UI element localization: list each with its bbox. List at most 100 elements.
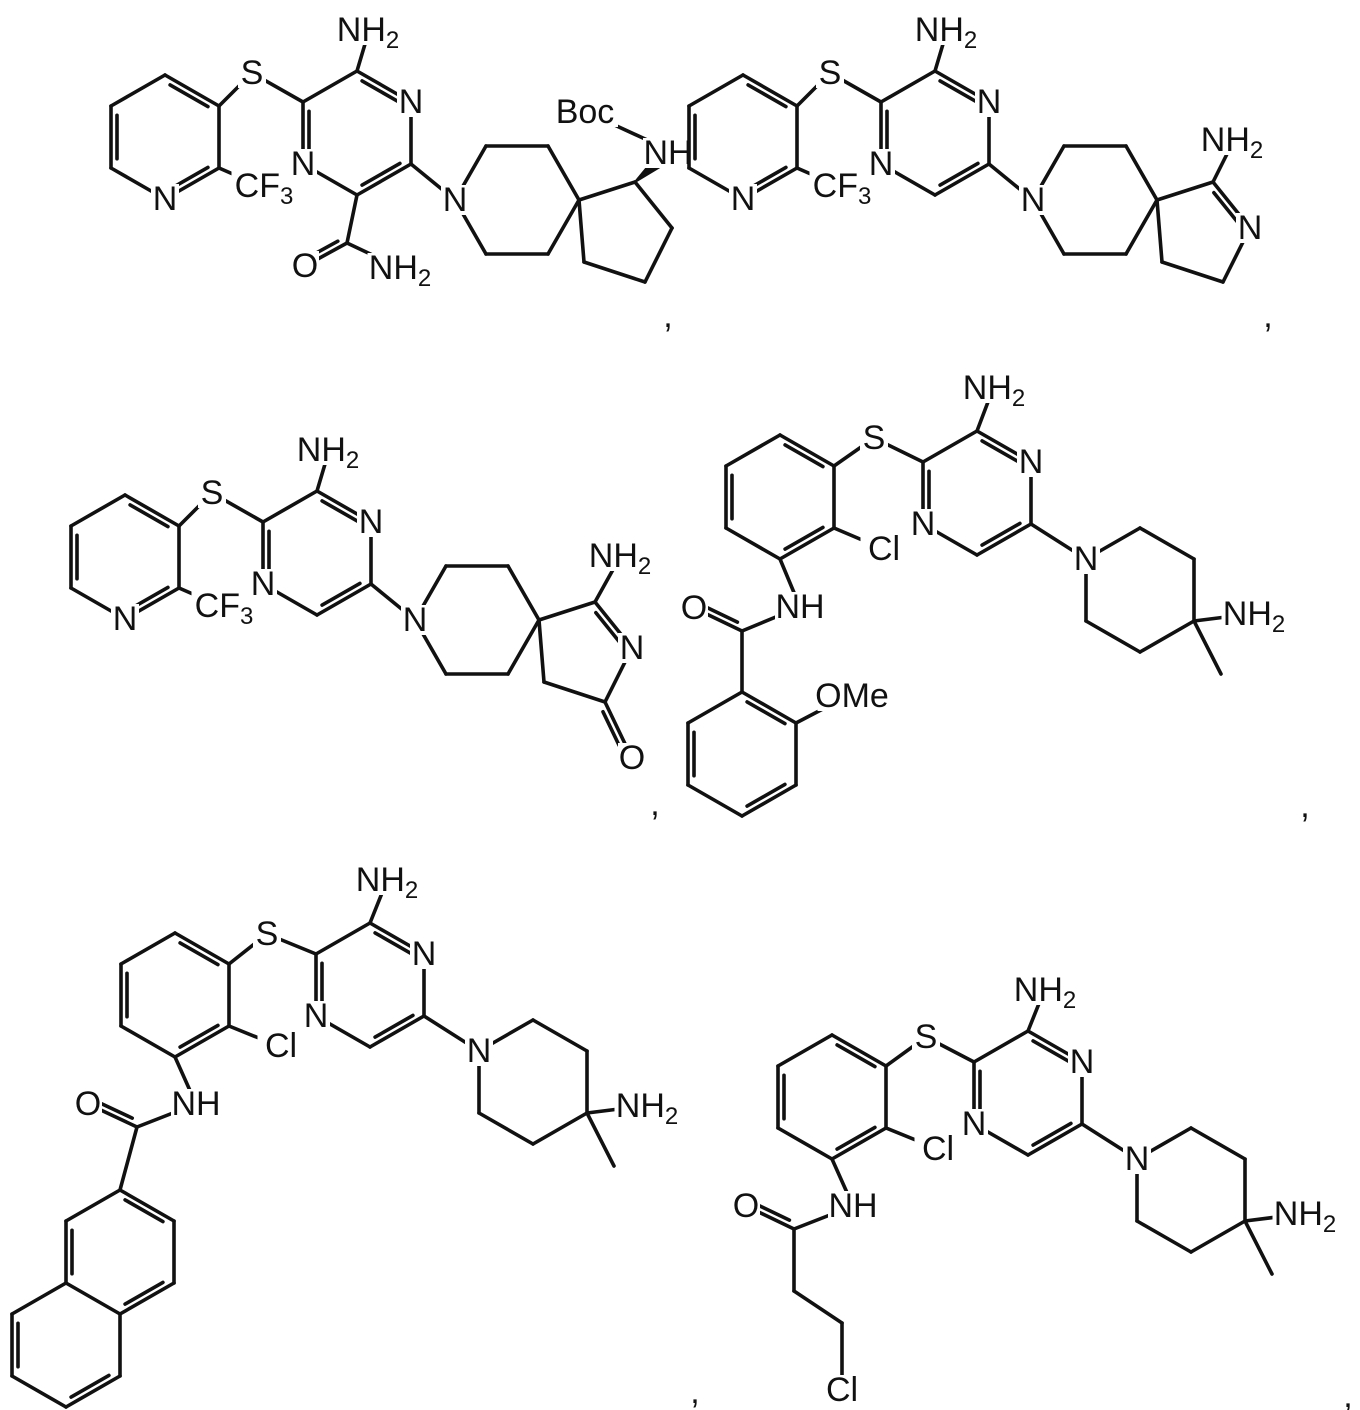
bond-double-inner <box>168 83 210 109</box>
bond <box>921 429 979 464</box>
bond <box>64 1188 122 1223</box>
atom-label: NH2 <box>1223 595 1285 638</box>
label-mask <box>860 534 908 564</box>
bond <box>546 198 581 256</box>
bond-double-inner <box>980 439 1022 465</box>
label-mask <box>302 1001 330 1031</box>
label-mask <box>682 1377 708 1407</box>
bond <box>792 1289 844 1325</box>
label-mask <box>1012 975 1078 1005</box>
atom-label: N <box>304 997 329 1035</box>
label-mask <box>960 1109 988 1139</box>
bond <box>830 1033 888 1068</box>
atom-label: NH2 <box>616 1087 678 1130</box>
label-mask <box>295 435 361 465</box>
atom-label: NH2 <box>1201 121 1263 164</box>
label-mask <box>367 253 433 283</box>
bond-double-inner <box>178 941 220 967</box>
bond-double-inner <box>745 700 787 726</box>
bond-double-inner <box>373 1013 415 1039</box>
bond <box>724 433 782 468</box>
label-mask <box>909 509 937 539</box>
bond-double-inner <box>835 1043 877 1069</box>
bond <box>830 1126 888 1161</box>
bond <box>119 931 177 966</box>
atom-label: Cl <box>922 1130 954 1168</box>
bond <box>593 564 617 604</box>
atom-label: N <box>251 565 276 603</box>
atom-label: N <box>1070 1043 1095 1081</box>
label-mask <box>1068 1047 1096 1077</box>
bond-double-inner <box>320 581 362 607</box>
bond <box>577 180 637 202</box>
atom-label: S <box>201 474 224 512</box>
atom-label: NH2 <box>915 11 977 54</box>
label-mask <box>912 1022 940 1052</box>
atom-label: N <box>620 629 645 667</box>
label-mask <box>1199 125 1265 155</box>
bond-double-inner <box>783 443 825 469</box>
bond-double-inner <box>594 610 624 647</box>
bond-double-inner <box>980 521 1022 547</box>
bond <box>355 162 413 197</box>
bond <box>740 783 798 818</box>
label-mask <box>816 58 844 88</box>
label-mask <box>867 149 895 179</box>
bond <box>603 700 630 752</box>
atom-label: Cl <box>826 1371 858 1409</box>
label-mask <box>1292 791 1318 821</box>
atom-label: , <box>1343 1377 1352 1410</box>
bond-double-inner <box>1212 190 1242 227</box>
bond-double-inner <box>746 83 788 109</box>
atom-label: OMe <box>815 677 889 715</box>
label-mask <box>809 171 875 201</box>
bond <box>506 564 541 622</box>
bond <box>109 73 167 108</box>
bond <box>778 526 836 561</box>
label-mask <box>231 171 297 201</box>
bond-double-inner <box>1031 1039 1073 1065</box>
bond <box>1155 180 1215 202</box>
label-mask <box>775 592 825 622</box>
atom-label: S <box>915 1018 938 1056</box>
atom-label: NH <box>828 1187 877 1225</box>
label-mask <box>642 789 668 819</box>
bond <box>118 1281 176 1316</box>
label-mask <box>975 87 1003 117</box>
label-mask <box>291 251 319 281</box>
label-mask <box>1272 1199 1338 1229</box>
bond <box>975 522 1033 557</box>
bond <box>633 180 674 230</box>
label-mask <box>441 185 469 215</box>
label-mask <box>397 87 425 117</box>
bond <box>585 1111 616 1168</box>
label-mask <box>1017 447 1045 477</box>
label-mask <box>587 541 653 571</box>
atom-label: , <box>690 1373 699 1410</box>
bond <box>1189 1126 1247 1161</box>
label-mask <box>618 743 646 773</box>
bond <box>1138 526 1196 561</box>
atom-label: N <box>1019 443 1044 481</box>
bond <box>118 1188 176 1223</box>
bond <box>173 931 231 966</box>
atom-label: NH2 <box>356 861 418 904</box>
bond <box>1160 260 1225 284</box>
bond <box>261 489 319 524</box>
atom-label: O <box>292 247 318 285</box>
atom-label: NH2 <box>963 369 1025 412</box>
atom-label: , <box>1300 787 1309 825</box>
bond <box>1243 1219 1274 1276</box>
bond <box>776 1033 834 1068</box>
bond <box>741 73 799 108</box>
atom-label: O <box>75 1085 101 1123</box>
label-mask <box>1072 544 1100 574</box>
bond-double-inner <box>745 782 787 808</box>
atom-label: NH <box>643 134 692 172</box>
label-mask <box>257 1031 305 1061</box>
bond <box>686 690 744 725</box>
label-mask <box>253 919 281 949</box>
bond-double-inner <box>178 1023 220 1049</box>
atom-label: S <box>863 419 886 457</box>
